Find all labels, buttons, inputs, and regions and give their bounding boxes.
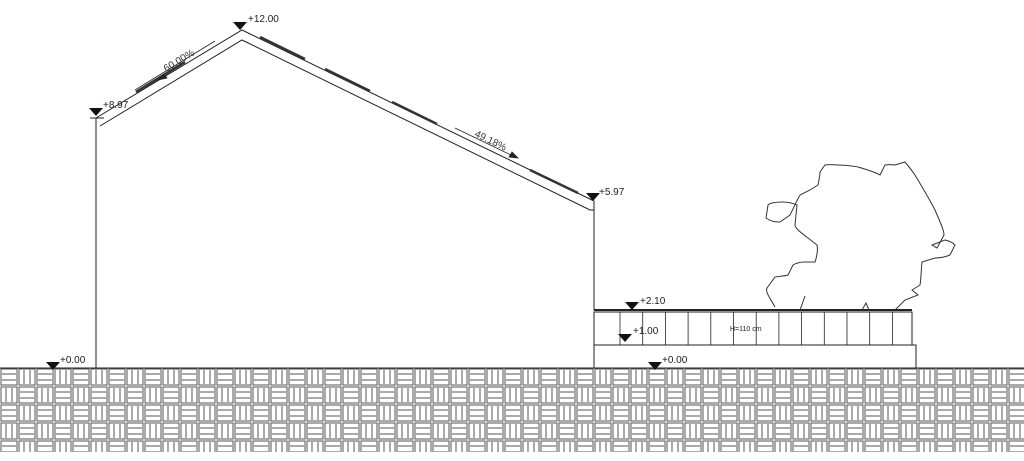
slope-right: 49.18% [473,129,508,154]
elevation-ridge: +12.00 [248,14,279,25]
elevation-right-eave: +5.97 [599,187,625,198]
tree [765,161,956,311]
slope-arrows [134,40,520,159]
elevation-terrace: +1.00 [633,326,659,337]
elevation-ground-left: +0.00 [60,355,86,366]
fence-slats [619,312,893,345]
elevation-fence-top: +2.10 [640,296,666,307]
ground-hatch [0,368,1024,452]
house [90,29,595,368]
roof-panels [135,35,579,195]
tree-trunk-marks [799,295,870,311]
fence-height-label: H=110 cm [730,326,762,333]
elevation-markers [46,22,662,370]
elevation-ground-right: +0.00 [662,355,688,366]
elevation-left-eave: +8.97 [103,100,129,111]
terrace [593,309,917,369]
